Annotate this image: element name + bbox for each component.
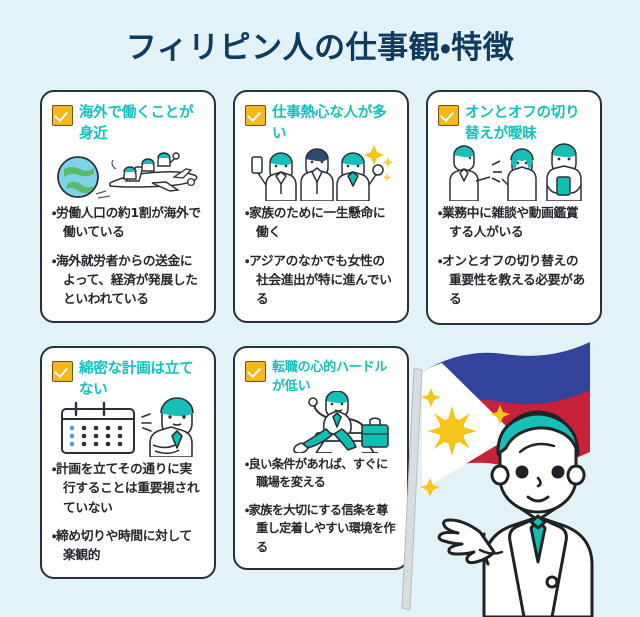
list-item: 良い条件があれば、すぐに職場を変える [245, 455, 397, 492]
bullet-list: 良い条件があれば、すぐに職場を変える 家族を大切にする信条を尊重し定着しやすい環… [245, 455, 397, 557]
checkbox-checked-icon [245, 361, 266, 382]
card-header: 仕事熱心な人が多い [245, 103, 397, 145]
bullet-list: 計画を立てその通りに実行することは重要視されていない 締め切りや時間に対して楽観… [52, 459, 204, 564]
hurdle-jumper-briefcase-icon [245, 390, 397, 453]
calendar-shrugging-person-icon [52, 395, 204, 458]
bullet-list: 業務中に雑談や動画鑑賞する人がいる オンとオフの切り替えの重要性を教える必要があ… [438, 203, 590, 308]
globe-airplane-travelers-icon [52, 139, 204, 201]
card-header: 転職の心的ハードルが低い [245, 359, 397, 397]
three-workers-sparkle-icon [245, 139, 397, 202]
chatting-coworkers-icon [438, 139, 590, 202]
card-title: オンとオフの切り替えが曖昧 [465, 105, 580, 143]
bullet-list: 家族のために一生懸命に働く アジアのなかでも女性の社会進出が特に進んでいる [245, 203, 397, 308]
card-job-change[interactable]: 転職の心的ハードルが低い [233, 346, 409, 571]
checkbox-checked-icon [245, 105, 266, 126]
card-no-detailed-plan[interactable]: 綿密な計画は立てない [40, 346, 216, 579]
card-hardworking[interactable]: 仕事熱心な人が多い [233, 90, 409, 323]
philippine-flag-person-illustration [392, 332, 640, 617]
bullet-list: 労働人口の約1割が海外で働いている 海外就労者からの送金によって、経済が発展した… [52, 203, 204, 308]
list-item: 海外就労者からの送金によって、経済が発展したといわれている [52, 251, 204, 309]
list-item: 計画を立てその通りに実行することは重要視されていない [52, 459, 204, 517]
card-row-1: 海外で働くことが身近 [40, 90, 602, 325]
card-on-off-blurred[interactable]: オンとオフの切り替えが曖昧 [426, 90, 602, 325]
card-title: 仕事熱心な人が多い [272, 105, 387, 143]
list-item: 労働人口の約1割が海外で働いている [52, 203, 204, 242]
list-item: 締め切りや時間に対して楽観的 [52, 526, 204, 565]
list-item: アジアのなかでも女性の社会進出が特に進んでいる [245, 251, 397, 309]
checkbox-checked-icon [438, 105, 459, 126]
card-title: 綿密な計画は立てない [79, 361, 194, 399]
card-row-2: 綿密な計画は立てない [40, 346, 602, 579]
list-item: 家族を大切にする信条を尊重し定着しやすい環境を作る [245, 501, 397, 557]
card-header: オンとオフの切り替えが曖昧 [438, 103, 590, 145]
card-header: 海外で働くことが身近 [52, 103, 204, 145]
card-title: 転職の心的ハードルが低い [272, 360, 388, 394]
list-item: オンとオフの切り替えの重要性を教える必要がある [438, 251, 590, 309]
card-title: 海外で働くことが身近 [79, 105, 194, 143]
card-grid: 海外で働くことが身近 [40, 90, 602, 579]
card-overseas-work[interactable]: 海外で働くことが身近 [40, 90, 216, 323]
checkbox-checked-icon [52, 361, 73, 382]
card-header: 綿密な計画は立てない [52, 359, 204, 401]
list-item: 業務中に雑談や動画鑑賞する人がいる [438, 203, 590, 242]
checkbox-checked-icon [52, 105, 73, 126]
page-title: フィリピン人の仕事観・特徴 [125, 30, 515, 66]
list-item: 家族のために一生懸命に働く [245, 203, 397, 242]
